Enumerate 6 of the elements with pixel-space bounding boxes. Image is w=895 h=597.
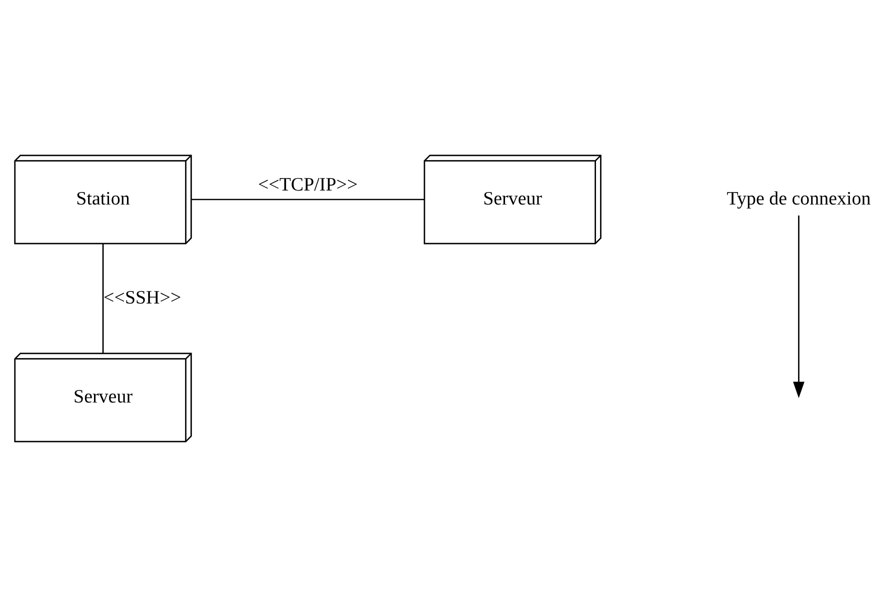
connector [102, 244, 104, 354]
edge-label: <<SSH>> [104, 288, 182, 309]
connector [191, 198, 424, 200]
edge-label: <<TCP/IP>> [258, 174, 358, 196]
arrow [793, 216, 804, 398]
node-text: Type de connexion [726, 188, 871, 210]
